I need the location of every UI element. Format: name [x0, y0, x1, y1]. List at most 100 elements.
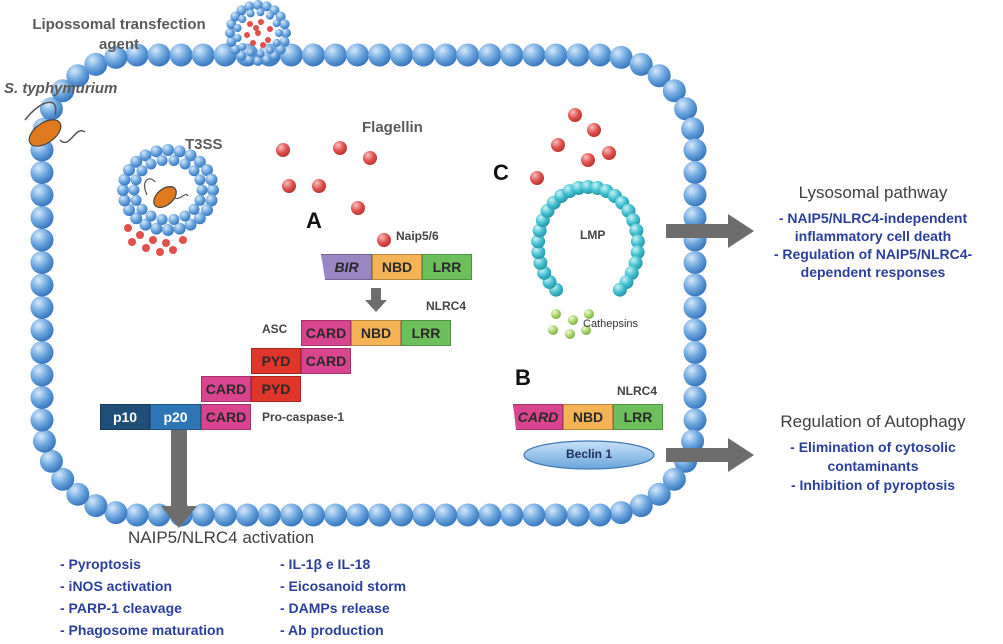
vesicle-bead [205, 194, 218, 207]
membrane-bead [588, 503, 612, 527]
bacterium-label: S. typhymurium [4, 80, 118, 97]
liposome-bead [233, 34, 242, 42]
liposome-bead [265, 11, 274, 20]
liposome-cargo [267, 26, 273, 32]
membrane-bead [39, 449, 63, 473]
flagellin-dot [602, 146, 616, 160]
asc-card-domain: CARD [301, 348, 351, 374]
vesicle-bead [162, 144, 174, 156]
flagellin-label: Flagellin [362, 119, 423, 136]
membrane-bead [104, 501, 128, 525]
liposome-bead [253, 0, 263, 10]
lysosomal-title: Lysosomal pathway [798, 183, 948, 202]
liposome-bead [275, 11, 286, 22]
vesicle-bead [156, 155, 168, 166]
released-flagellin [179, 236, 187, 244]
liposome-bead [281, 28, 291, 38]
membrane-bead [478, 43, 502, 67]
liposome-bead [275, 29, 283, 37]
membrane-bead [125, 43, 149, 67]
autophagy-item: - Elimination of cytosolic [790, 439, 956, 455]
liposome-cargo [258, 19, 264, 25]
vesicle-bead [168, 214, 180, 225]
membrane-bead [588, 43, 612, 67]
membrane-bead [500, 43, 524, 67]
lysosomal-item: dependent responses [800, 264, 946, 280]
liposome-cargo [265, 37, 271, 43]
naip-nbd-domain: NBD [372, 254, 422, 280]
activation-item: - Eicosanoid storm [280, 578, 407, 594]
membrane-bead [51, 467, 75, 491]
vesicle-bead [139, 218, 152, 231]
asc-label: ASC [262, 322, 288, 336]
liposome-bead [244, 1, 255, 12]
lysosome-bead [629, 223, 644, 238]
liposome-bead [233, 24, 242, 32]
cathepsin-dot [551, 309, 561, 319]
membrane-bead [66, 64, 90, 88]
membrane-bead [681, 429, 705, 453]
arrow-to-autophagy [666, 438, 754, 472]
liposome-bead [230, 44, 241, 55]
vesicle-bead [188, 203, 200, 215]
membrane-bead [647, 482, 671, 506]
membrane-bead [323, 43, 347, 67]
asc-pyd-domain: PYD [251, 348, 301, 374]
lysosomal-item: inflammatory cell death [794, 228, 952, 244]
liposome-cargo [253, 25, 259, 31]
membrane-bead [683, 183, 707, 207]
flagellin-dot [282, 179, 296, 193]
membrane-bead [30, 408, 54, 432]
vesicle-bead [136, 165, 148, 177]
membrane-bead [390, 43, 414, 67]
membrane-bead [683, 138, 707, 162]
beclin1-shape [523, 440, 655, 470]
membrane-bead [30, 251, 54, 274]
activation-item: - iNOS activation [60, 578, 173, 594]
bacterium-in-vesicle [143, 178, 189, 208]
released-flagellin [149, 236, 157, 244]
pro-caspase-label: Pro-caspase-1 [262, 410, 345, 424]
released-flagellin [156, 248, 164, 256]
vesicle-bead [145, 158, 157, 170]
membrane-bead [191, 43, 215, 67]
vesicle-bead [193, 212, 206, 225]
membrane-bead [257, 503, 281, 527]
nlrc4-label-a: NLRC4 [426, 299, 467, 313]
linker-card-domain: CARD [201, 376, 251, 402]
vesicle-bead [123, 204, 135, 216]
membrane-bead [434, 503, 458, 527]
flagellin-dot [587, 123, 601, 137]
membrane-bead [544, 503, 568, 527]
membrane-bead [30, 161, 54, 184]
autophagy-list: - Elimination of cytosolic contaminants … [746, 438, 1000, 495]
liposome-bead [279, 19, 290, 30]
liposome-cargo [244, 32, 250, 38]
liposome [225, 0, 291, 66]
flagellin-dot [333, 141, 347, 155]
membrane-bead [683, 273, 707, 297]
vesicle-bead [184, 218, 197, 231]
vesicle-bead [168, 155, 180, 166]
membrane-bead [30, 386, 54, 409]
liposome-bead [236, 5, 247, 16]
activation-item: - Pyroptosis [60, 556, 141, 572]
liposome-bead [236, 50, 247, 61]
membrane-bead [662, 467, 686, 491]
pathway-b-letter: B [515, 365, 531, 390]
membrane-bead [30, 206, 54, 229]
liposome-bead [272, 38, 281, 47]
cathepsins-label: Cathepsins [583, 318, 639, 330]
membrane-bead [323, 503, 347, 527]
flagellin-dot [276, 143, 290, 157]
released-flagellin [128, 238, 136, 246]
liposome-cargo [260, 42, 266, 48]
liposome-bead [256, 49, 265, 58]
vesicle-bead [150, 222, 163, 235]
vesicle-bead [207, 184, 219, 196]
caspase-p10-domain: p10 [100, 404, 150, 430]
membrane-bead [279, 503, 303, 527]
lysosome-bead [630, 234, 645, 249]
lysosomal-panel: Lysosomal pathway - NAIP5/NLRC4-independ… [746, 183, 1000, 281]
lysosome-bead [531, 245, 546, 260]
